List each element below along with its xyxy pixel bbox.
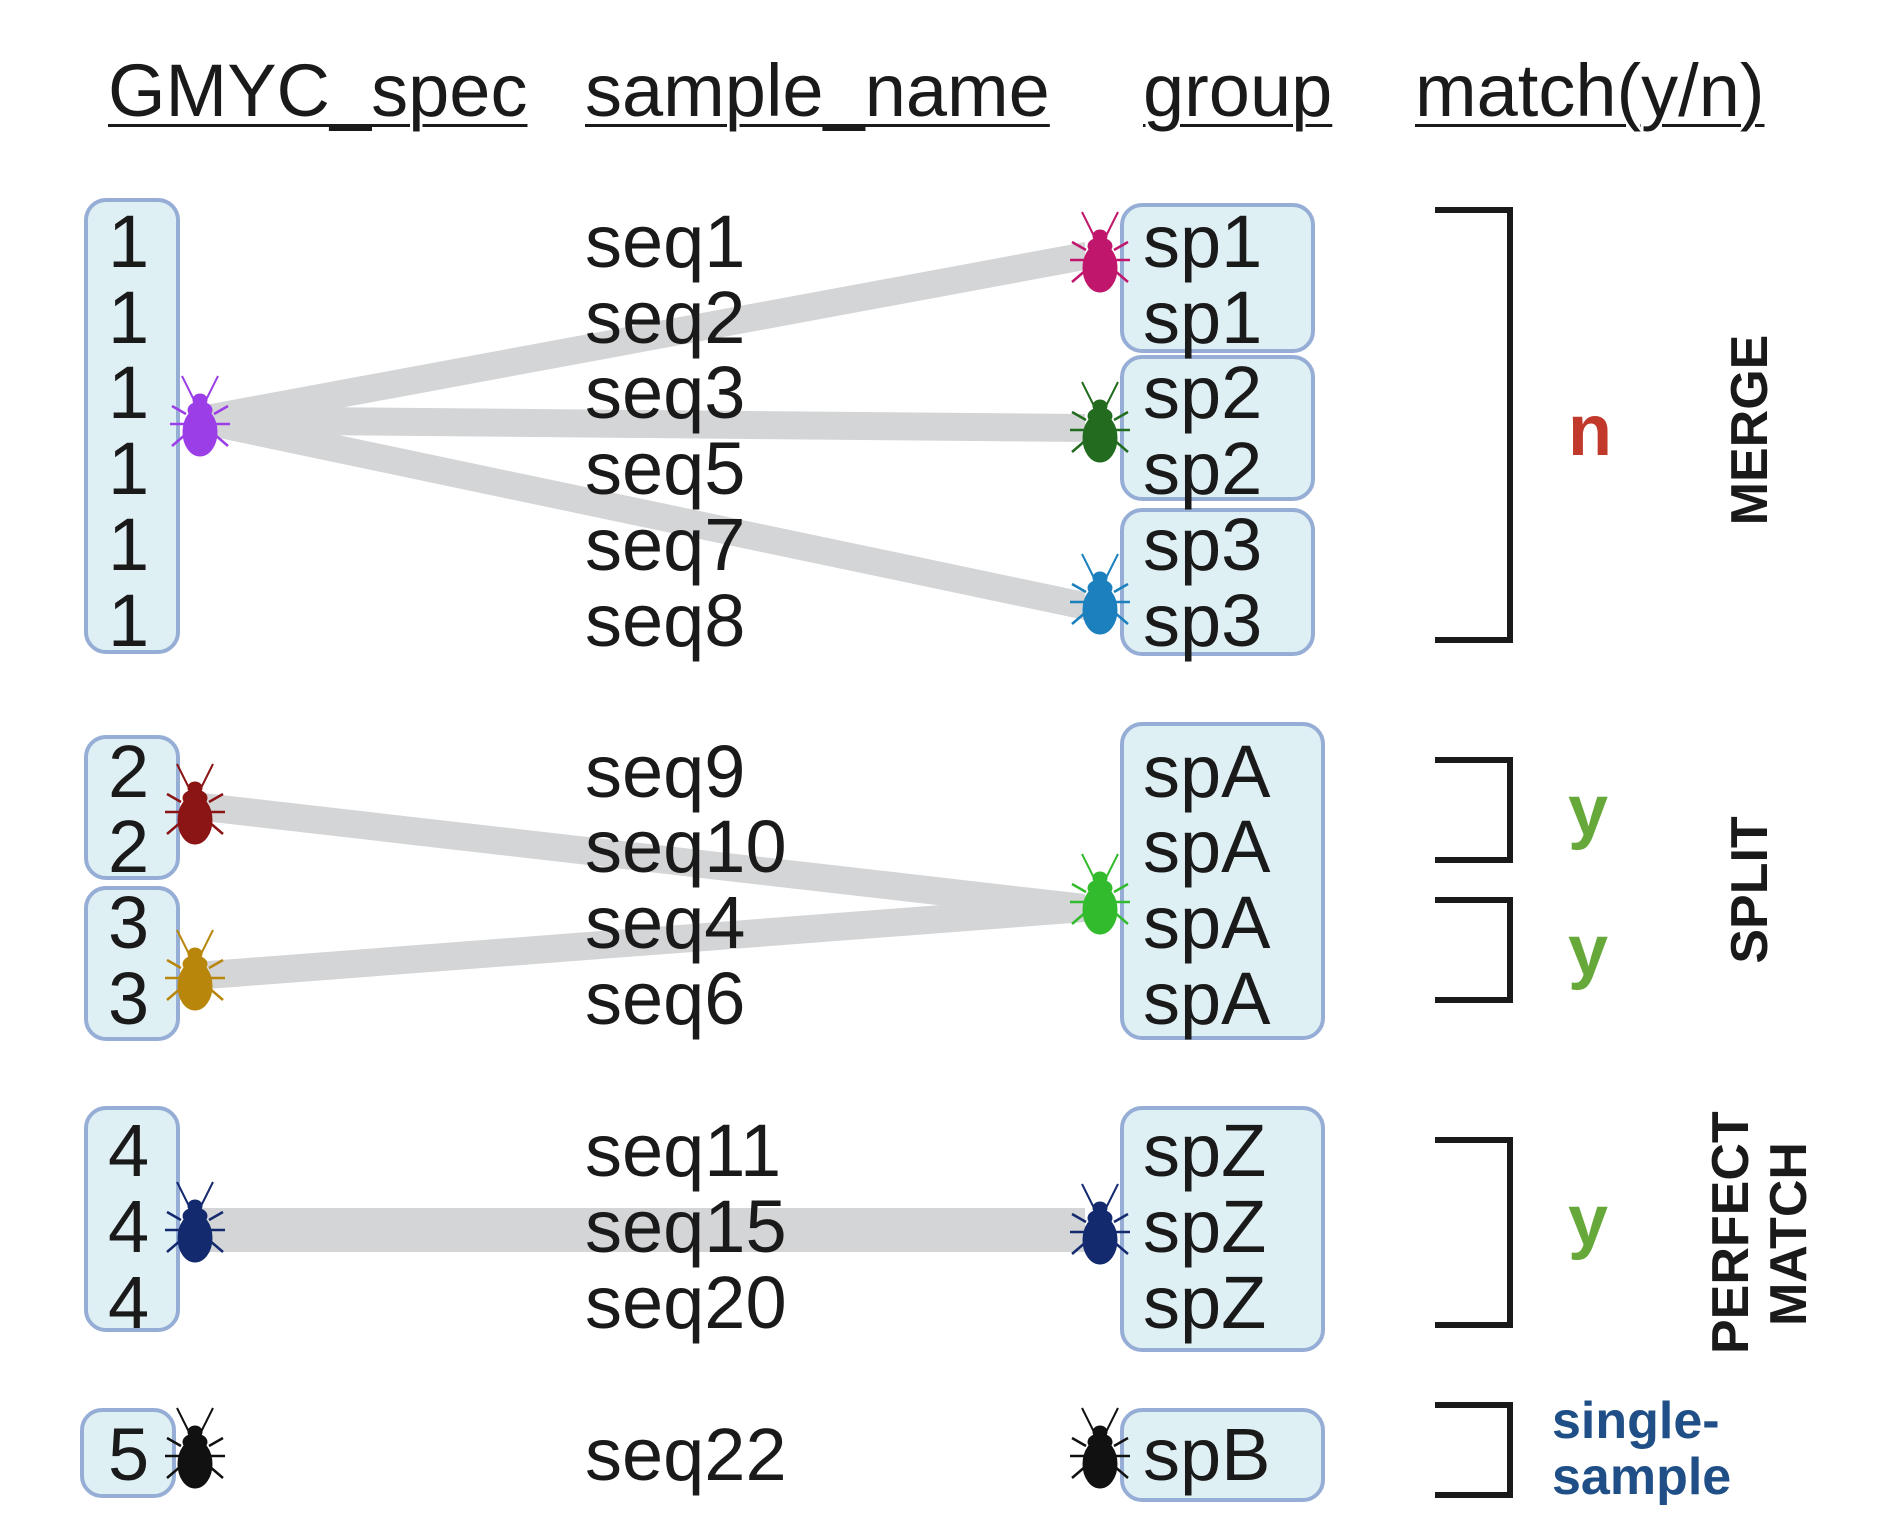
gmyc-box-2 bbox=[84, 735, 180, 880]
bracket-single bbox=[1435, 1402, 1513, 1498]
connector-bands bbox=[195, 242, 1085, 1252]
beetle-icon bbox=[163, 762, 227, 846]
sample-name: seq2 bbox=[585, 276, 746, 359]
connector-band bbox=[200, 406, 1085, 620]
sample-name: seq11 bbox=[585, 1109, 782, 1192]
connector-band bbox=[200, 242, 1085, 434]
sample-name: seq8 bbox=[585, 579, 746, 662]
group-label: sp1 bbox=[1143, 200, 1263, 283]
gmyc-value: 4 bbox=[108, 1261, 150, 1344]
group-label: spZ bbox=[1143, 1261, 1267, 1344]
sample-name: seq15 bbox=[585, 1185, 787, 1268]
connector-band bbox=[195, 1208, 1085, 1252]
single-sample-line: sample bbox=[1552, 1448, 1732, 1506]
group-label: sp3 bbox=[1143, 579, 1263, 662]
group-box-spB bbox=[1120, 1408, 1325, 1502]
bracket-split-2 bbox=[1435, 897, 1513, 1003]
gmyc-value: 4 bbox=[108, 1109, 150, 1192]
match-mark-merge: n bbox=[1568, 391, 1612, 471]
group-box-spZ bbox=[1120, 1106, 1325, 1352]
sample-name: seq22 bbox=[585, 1413, 787, 1496]
gmyc-value: 2 bbox=[108, 730, 150, 813]
gmyc-value: 2 bbox=[108, 805, 150, 888]
sample-name: seq9 bbox=[585, 730, 746, 813]
gmyc-value: 3 bbox=[108, 957, 150, 1040]
beetle-icon bbox=[1068, 380, 1132, 464]
gmyc-value: 1 bbox=[108, 351, 150, 434]
bracket-merge bbox=[1435, 207, 1513, 643]
group-label: sp1 bbox=[1143, 276, 1263, 359]
group-label: spA bbox=[1143, 805, 1271, 888]
group-label: spA bbox=[1143, 957, 1271, 1040]
group-label: sp2 bbox=[1143, 351, 1263, 434]
header-match: match(y/n) bbox=[1415, 49, 1765, 132]
gmyc-value: 5 bbox=[108, 1413, 150, 1496]
group-box-sp2 bbox=[1120, 355, 1315, 501]
header-sample-name: sample_name bbox=[585, 49, 1050, 132]
gmyc-box-5 bbox=[80, 1408, 176, 1498]
single-sample-note: single- sample bbox=[1552, 1393, 1731, 1505]
category-perfect-match: PERFECT MATCH bbox=[1702, 1111, 1818, 1354]
beetle-icon bbox=[1068, 210, 1132, 294]
beetle-icon bbox=[163, 1406, 227, 1490]
sample-name: seq4 bbox=[585, 881, 746, 964]
group-label: spZ bbox=[1143, 1109, 1267, 1192]
beetle-icon bbox=[163, 928, 227, 1012]
sample-name: seq20 bbox=[585, 1261, 787, 1344]
beetle-icon bbox=[1068, 1406, 1132, 1490]
single-sample-line: single- bbox=[1552, 1392, 1720, 1450]
match-mark-split-1: y bbox=[1568, 771, 1609, 851]
bracket-split-1 bbox=[1435, 757, 1513, 863]
connector-band bbox=[195, 894, 1085, 990]
group-label: sp2 bbox=[1143, 427, 1263, 510]
category-merge: MERGE bbox=[1721, 334, 1779, 526]
gmyc-value: 1 bbox=[108, 276, 150, 359]
sample-name: seq6 bbox=[585, 957, 746, 1040]
group-label: spA bbox=[1143, 881, 1271, 964]
gmyc-value: 3 bbox=[108, 881, 150, 964]
category-line: MATCH bbox=[1760, 1142, 1818, 1326]
gmyc-value: 1 bbox=[108, 200, 150, 283]
match-mark-perfect: y bbox=[1568, 1181, 1609, 1261]
sample-name: seq1 bbox=[585, 200, 746, 283]
match-mark-split-2: y bbox=[1568, 911, 1609, 991]
category-split: SPLIT bbox=[1721, 816, 1779, 964]
header-gmyc-spec: GMYC_spec bbox=[108, 49, 528, 132]
group-box-spA bbox=[1120, 722, 1325, 1040]
beetle-icon bbox=[1068, 552, 1132, 636]
gmyc-value: 1 bbox=[108, 503, 150, 586]
brackets bbox=[1435, 207, 1513, 1498]
header-group: group bbox=[1143, 49, 1333, 132]
beetle-icon bbox=[168, 374, 232, 458]
sample-name: seq7 bbox=[585, 503, 746, 586]
group-label: sp3 bbox=[1143, 503, 1263, 586]
gmyc-value: 1 bbox=[108, 427, 150, 510]
beetle-icon bbox=[163, 1180, 227, 1264]
bracket-perfect bbox=[1435, 1137, 1513, 1328]
group-box-sp3 bbox=[1120, 508, 1315, 656]
connector-band bbox=[200, 406, 1085, 442]
gmyc-value: 4 bbox=[108, 1185, 150, 1268]
gmyc-value: 1 bbox=[108, 579, 150, 662]
sample-name: seq10 bbox=[585, 805, 787, 888]
connector-band bbox=[195, 792, 1085, 922]
group-label: spZ bbox=[1143, 1185, 1267, 1268]
group-box-sp1 bbox=[1120, 203, 1315, 353]
group-label: spB bbox=[1143, 1413, 1271, 1496]
beetle-icon bbox=[1068, 852, 1132, 936]
group-label: spA bbox=[1143, 730, 1271, 813]
sample-name: seq3 bbox=[585, 351, 746, 434]
beetle-icon bbox=[1068, 1182, 1132, 1266]
gmyc-box-1 bbox=[84, 198, 180, 654]
category-line: PERFECT bbox=[1702, 1111, 1760, 1354]
gmyc-box-3 bbox=[84, 886, 180, 1041]
sample-name: seq5 bbox=[585, 427, 746, 510]
